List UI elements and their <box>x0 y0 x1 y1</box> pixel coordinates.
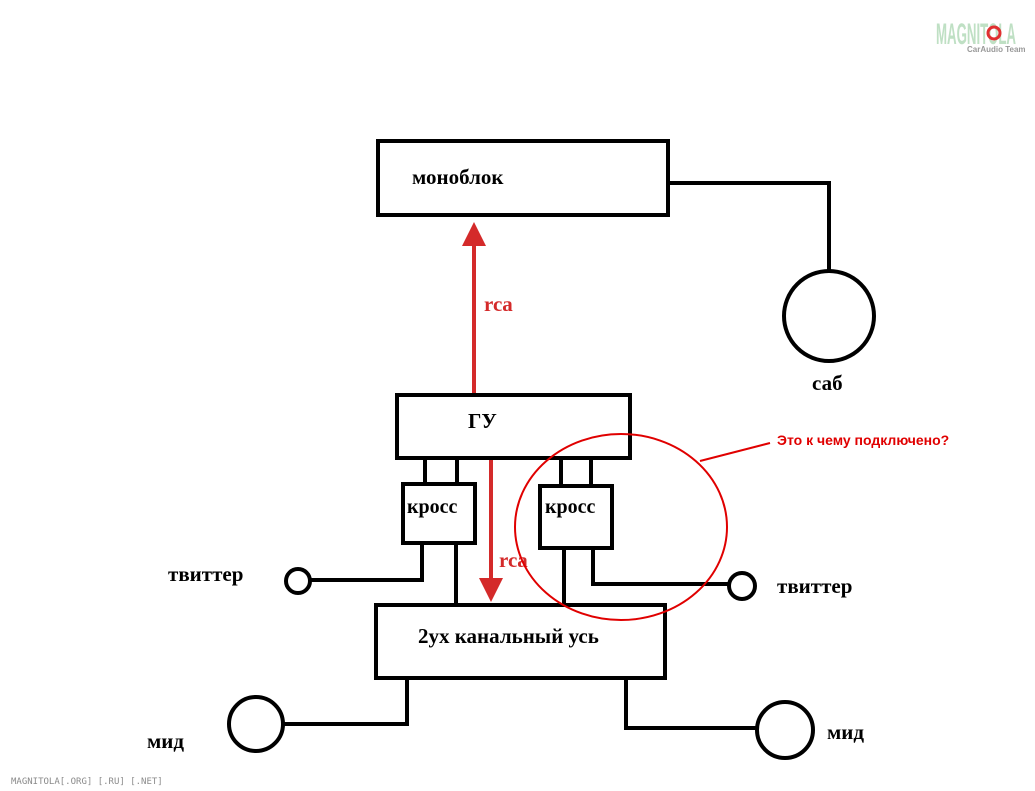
tweeter-right: твиттер <box>727 571 852 601</box>
amp-to-mid-right-wire <box>624 678 757 730</box>
crossover-left: кросс <box>401 482 477 545</box>
tweeter-right-icon <box>727 571 757 601</box>
tweeter-left-label: твиттер <box>168 562 243 586</box>
question-annotation: Это к чему подключено? <box>514 432 949 621</box>
head-unit-label: ГУ <box>468 409 497 433</box>
wires <box>283 181 831 730</box>
crossover-right-box <box>538 484 614 550</box>
mid-right: мид <box>755 700 864 760</box>
footer-watermark: MAGNITOLA[.ORG] [.RU] [.NET] <box>11 777 163 787</box>
subwoofer-label: саб <box>812 371 843 395</box>
two-channel-amp-box <box>374 603 667 680</box>
monoblock-box <box>376 139 670 217</box>
two-channel-amp: 2ух канальный усь <box>374 603 667 680</box>
annotation-pointer-line <box>699 442 771 462</box>
logo-text: MAGNITOLA <box>936 18 1016 51</box>
subwoofer-icon <box>782 269 876 363</box>
annotation-text: Это к чему подключено? <box>777 432 949 448</box>
tweeter-left: твиттер <box>168 562 312 595</box>
tweeter-left-icon <box>284 567 312 595</box>
logo-subtitle: CarAudio Team <box>967 45 1026 54</box>
magnitola-logo: MAGNITOLA CarAudio Team <box>936 18 1026 54</box>
crossover-right: кросс <box>538 484 614 550</box>
cross-right-to-tweeter-wire <box>591 548 730 586</box>
mid-left-icon <box>227 695 285 753</box>
rca-down-connection: rca <box>479 460 528 602</box>
rca-down-label: rca <box>499 548 528 572</box>
cross-left-to-tweeter-wire <box>310 543 424 582</box>
logo-ring-icon <box>986 25 1002 41</box>
crossover-left-label: кросс <box>407 496 458 518</box>
annotation-circle <box>514 433 728 621</box>
rca-up-label: rca <box>484 292 513 316</box>
head-unit: ГУ <box>395 393 632 460</box>
tweeter-right-label: твиттер <box>777 574 852 598</box>
monoblock-amp: моноблок <box>376 139 670 217</box>
rca-up-connection: rca <box>462 222 513 393</box>
two-channel-amp-label: 2ух канальный усь <box>418 624 599 648</box>
head-unit-box <box>395 393 632 460</box>
mid-right-icon <box>755 700 815 760</box>
amp-to-mid-left-wire <box>283 678 409 726</box>
crossover-right-label: кросс <box>545 496 596 518</box>
subwoofer: саб <box>782 269 876 395</box>
mid-right-label: мид <box>827 720 864 744</box>
hu-to-cross-right-wires <box>559 458 593 486</box>
crossover-left-box <box>401 482 477 545</box>
mid-left: мид <box>147 695 285 753</box>
monoblock-to-sub-wire <box>668 181 831 272</box>
mid-left-label: мид <box>147 729 184 753</box>
monoblock-label: моноблок <box>412 165 504 189</box>
hu-to-cross-left-wires <box>423 458 459 484</box>
